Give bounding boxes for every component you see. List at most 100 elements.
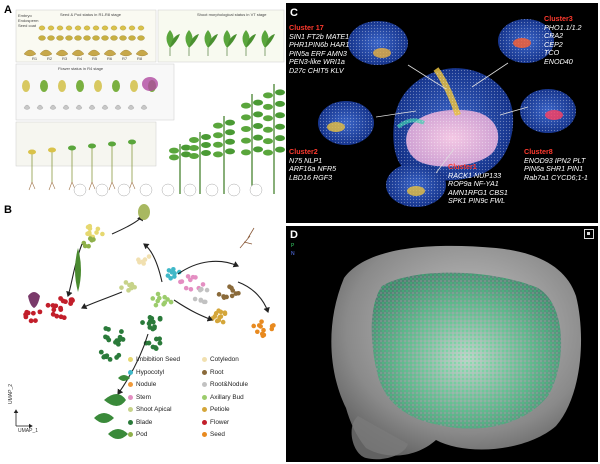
plant-leaf: [201, 134, 211, 140]
cluster3-genes-3: CEP2: [544, 39, 563, 49]
umap-point: [103, 326, 109, 331]
cluster8-genes-2: PIN6a SHR1 PIN1: [524, 164, 584, 174]
seedling-head: [28, 149, 36, 155]
umap-point: [218, 314, 224, 319]
legend-item: Hypocotyl: [128, 369, 164, 376]
umap-point: [229, 293, 235, 299]
panel-d: D P N: [286, 226, 598, 462]
cluster-hotspot: [513, 38, 531, 48]
panel-b-letter: B: [4, 204, 12, 216]
panel-c: C: [286, 3, 598, 223]
seed-shape: [128, 25, 136, 31]
umap-point: [87, 226, 93, 231]
legend-label: Pod: [136, 431, 148, 438]
root-detail-circle: [117, 183, 131, 197]
legend-label: Cotyledon: [210, 356, 239, 363]
umap-point: [204, 287, 210, 293]
seed-shape: [110, 35, 118, 41]
plant-leaf: [263, 149, 273, 156]
plant-leaf: [225, 119, 235, 126]
umap-arrow: [81, 291, 123, 309]
flower-box: [15, 63, 175, 121]
umap-point: [107, 357, 113, 362]
cluster17-genes-2: PHR1PIN6b HAR1: [289, 40, 350, 50]
legend-label: Shoot Apical: [136, 406, 172, 413]
seedling-head: [88, 143, 96, 149]
plant-leaf: [253, 134, 263, 141]
umap-point: [258, 324, 263, 329]
stage-label: R4: [77, 56, 83, 61]
plant-leaf: [169, 147, 179, 154]
legend-item: Imbibition Seed: [128, 356, 180, 363]
umap-point: [51, 307, 57, 313]
umap-point: [166, 268, 172, 273]
plant-leaf: [263, 138, 273, 145]
seed-shape: [74, 35, 82, 41]
plant-leaf: [189, 137, 199, 143]
central-section: [393, 67, 514, 181]
stage-label: R6: [107, 56, 113, 61]
umap-point: [147, 325, 153, 330]
legend-item: Cotyledon: [202, 356, 239, 363]
seed-shape: [56, 25, 64, 31]
umap-point: [37, 309, 43, 315]
seed-shape: [101, 25, 109, 31]
umap-point: [87, 230, 92, 236]
legend-item: Axillary Bud: [202, 394, 244, 401]
umap-point: [70, 298, 75, 303]
plant-leaf: [275, 123, 285, 130]
leaf-shape: [227, 34, 237, 48]
flower-part: [75, 104, 83, 110]
root-line: [28, 181, 36, 191]
plant-leaf: [213, 122, 223, 129]
umap-point: [50, 303, 56, 308]
umap-point: [261, 327, 266, 333]
umap-point: [198, 298, 204, 303]
umap-point: [168, 299, 174, 305]
root-detail-circle: [183, 183, 197, 197]
plant-leaf: [189, 145, 199, 151]
seed-shape: [47, 35, 55, 41]
cluster2-title: Cluster2: [289, 147, 318, 156]
umap-point: [218, 309, 224, 315]
plant-leaf: [275, 112, 285, 119]
umap-point: [123, 280, 129, 285]
shoot-heading: Shoot morphological status in VT stage: [197, 12, 267, 17]
umap-point: [120, 337, 126, 342]
connector-cluster1: [435, 148, 455, 174]
plant-leaf: [263, 115, 273, 122]
umap-point: [141, 261, 146, 266]
leaf-shape: [265, 34, 275, 48]
stage-label: R1: [32, 56, 38, 61]
plant-leaf: [253, 146, 263, 153]
umap-point: [100, 231, 105, 237]
cluster-hotspot: [545, 110, 563, 120]
cluster-hotspot: [373, 48, 391, 58]
umap-point: [98, 349, 104, 355]
3d-nodule-volume-render: [331, 245, 582, 460]
stage-label: R3: [62, 56, 68, 61]
view-corner-icon[interactable]: [584, 229, 594, 239]
cluster17-genes-4: PEN3-like WRI1a: [289, 57, 345, 67]
plant-leaf: [275, 100, 285, 107]
umap-point: [149, 315, 155, 321]
plant-leaf: [213, 132, 223, 139]
floral-organ: [40, 80, 48, 92]
umap-point: [50, 311, 56, 317]
umap-point: [222, 310, 228, 315]
blade-icon: [108, 429, 128, 439]
cell-speckles: [371, 272, 562, 429]
umap-arrow: [143, 243, 163, 283]
cluster1-genes-1: RACK1 NUP133: [448, 170, 502, 180]
seed-shape: [65, 35, 73, 41]
umap-point: [220, 319, 226, 325]
root-line: [48, 181, 56, 191]
umap-point: [30, 310, 36, 316]
umap-point: [200, 282, 206, 287]
umap-point: [151, 325, 157, 331]
plant-leaf: [263, 126, 273, 133]
plant-leaf: [275, 146, 285, 153]
umap-point: [155, 291, 161, 297]
umap-point: [157, 315, 163, 321]
